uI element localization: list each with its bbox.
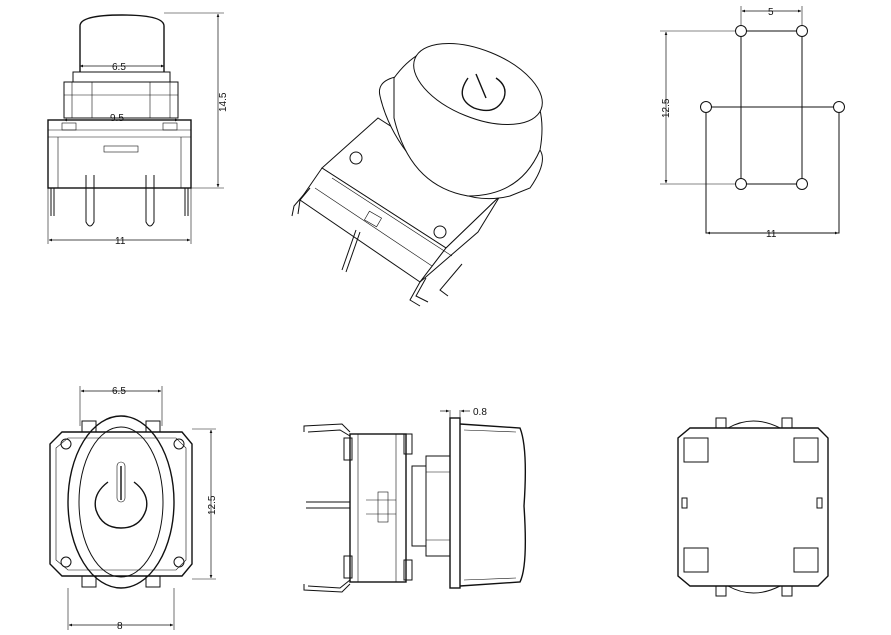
isometric-view — [291, 42, 543, 307]
side-view: 0.8 — [303, 407, 527, 593]
footprint-dim-bottom: 11 — [766, 229, 777, 240]
bottom-view — [677, 417, 829, 597]
footprint-dim-left: 12.5 — [661, 98, 672, 118]
top-dim-bottom: 8 — [117, 621, 123, 632]
top-dim-right: 12.5 — [207, 495, 218, 515]
front-dim-mid-width: 9.5 — [110, 113, 124, 124]
footprint-view: 5 12.5 11 — [660, 6, 845, 240]
front-dim-height: 14.5 — [218, 92, 229, 112]
front-dim-top-width: 6.5 — [112, 62, 126, 73]
top-dim-top: 6.5 — [112, 386, 126, 397]
side-dim-offset: 0.8 — [473, 407, 487, 418]
footprint-dim-top: 5 — [768, 7, 774, 18]
front-view: 6.5 9.5 14.5 11 — [47, 12, 229, 247]
top-view: 6.5 12.5 8 — [49, 386, 218, 632]
front-dim-base-width: 11 — [115, 236, 126, 247]
